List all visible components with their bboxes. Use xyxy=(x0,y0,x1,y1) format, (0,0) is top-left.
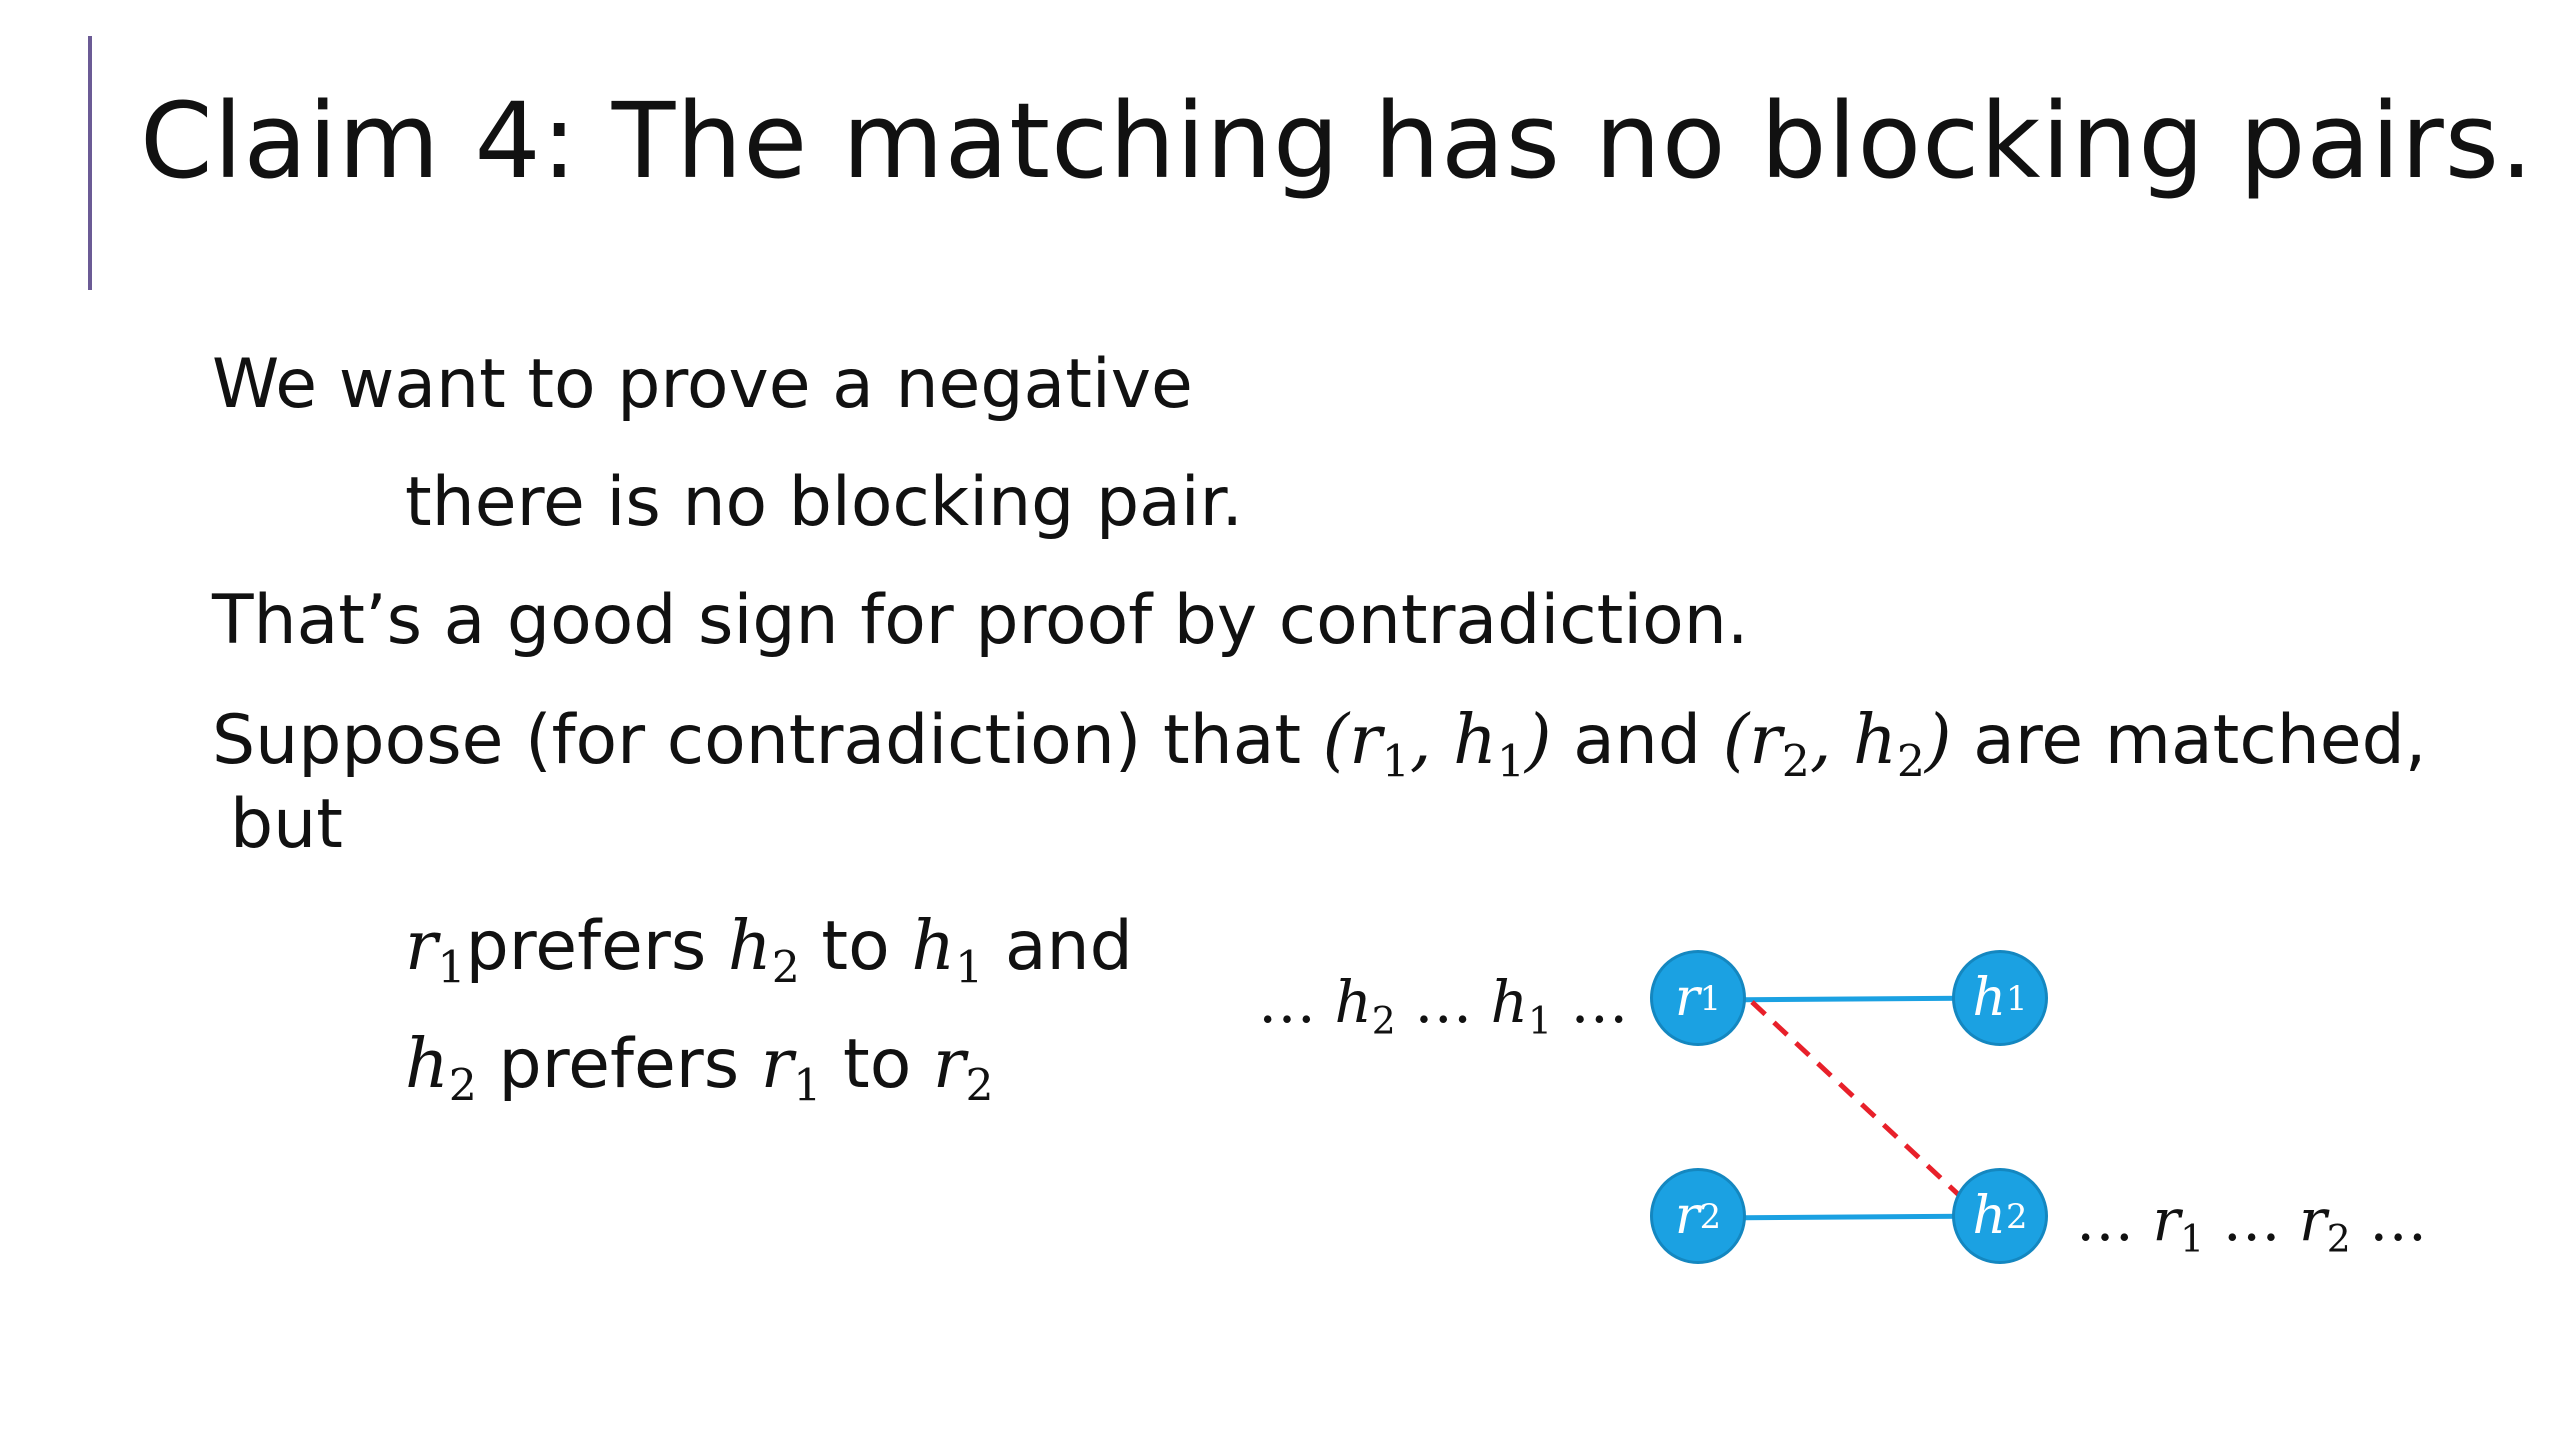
text-line-4: Suppose (for contradiction) that (r1, h1… xyxy=(212,701,2427,788)
math-pair-1: (r1, h1) xyxy=(1322,701,1552,788)
text-line-4-mid: and xyxy=(1551,701,1723,780)
text-line-2: there is no blocking pair. xyxy=(405,463,1244,542)
slide-title: Claim 4: The matching has no blocking pa… xyxy=(140,80,2535,202)
condition-2: h2 prefers r1 to r2 xyxy=(405,1025,994,1112)
text-line-1: We want to prove a negative xyxy=(212,345,1193,424)
text-line-4-post: are matched, xyxy=(1951,701,2427,780)
text-line-5: but xyxy=(230,785,343,864)
matched-edge-r1-h1 xyxy=(1707,995,1999,1003)
math-pair-2: (r2, h2) xyxy=(1722,701,1952,788)
title-accent-bar xyxy=(88,36,92,290)
matched-edge-r2-h2 xyxy=(1707,1213,1999,1221)
blocking-edge-r1-h2 xyxy=(1750,1000,1962,1198)
r1-preference-list: … h2 … h1 … xyxy=(1258,968,1629,1043)
text-line-4-pre: Suppose (for contradiction) that xyxy=(212,701,1323,780)
h2-preference-list: … r1 … r2 … xyxy=(2076,1186,2428,1261)
condition-1: r1prefers h2 to h1 and xyxy=(405,907,1133,994)
text-line-3: That’s a good sign for proof by contradi… xyxy=(212,581,1749,660)
